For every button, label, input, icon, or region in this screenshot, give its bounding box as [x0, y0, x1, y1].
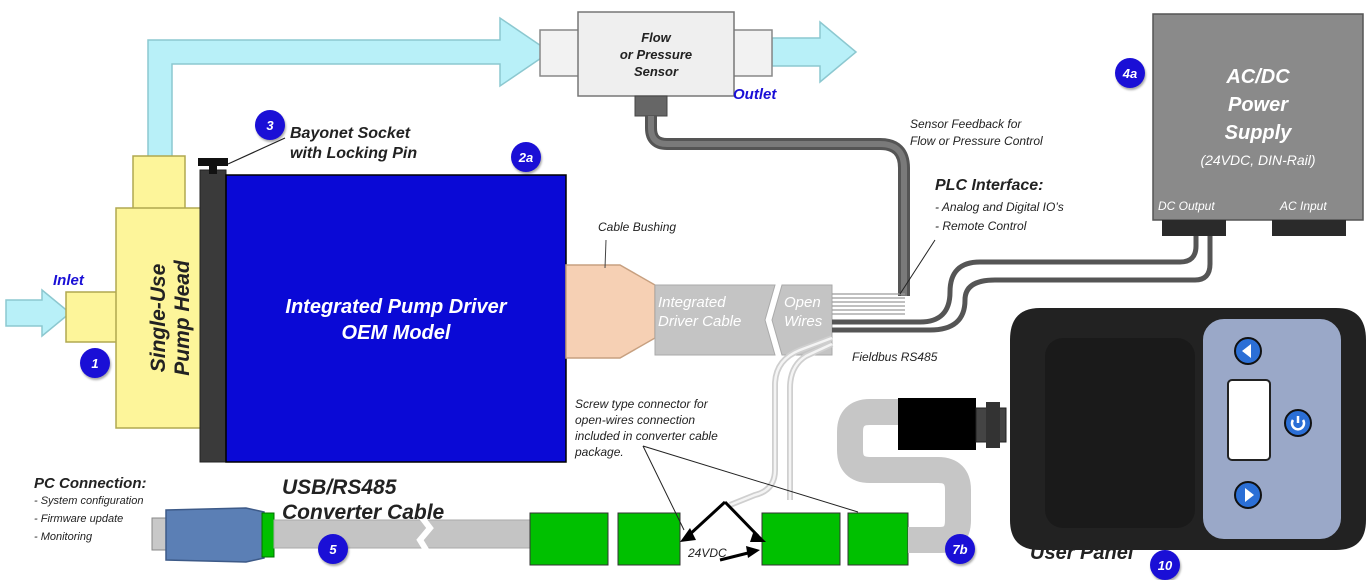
driver-label-2: OEM Model: [341, 322, 451, 344]
power-icon: [1284, 409, 1312, 437]
badge-10: 10: [1150, 550, 1180, 580]
user-panel-display-area: [1045, 338, 1195, 528]
pump-head-label-1: Single-Use: [147, 263, 170, 373]
plc-item-2: - Remote Control: [935, 219, 1027, 233]
chevron-right-icon: [1234, 481, 1262, 509]
user-panel-screen: [1227, 379, 1271, 461]
psu-label-3: Supply: [1224, 122, 1292, 144]
plc-item-1: - Analog and Digital IO’s: [935, 200, 1064, 214]
pc-connection-title: PC Connection:: [34, 475, 147, 492]
user-panel-label: User Panel: [1030, 542, 1134, 564]
sensor-feedback-label-2: Flow or Pressure Control: [910, 134, 1043, 148]
screw-connector-1: [529, 512, 609, 566]
driver-cable-label-2: Driver Cable: [658, 313, 742, 330]
dc-wire-1: [832, 232, 1199, 325]
screw-connector-2: [617, 512, 681, 566]
screw-note-4: package.: [575, 445, 624, 459]
psu-label-4: (24VDC, DIN-Rail): [1200, 152, 1316, 168]
badge-1: 1: [80, 348, 110, 378]
pc-item-1: - System configuration: [34, 495, 144, 507]
inlet-flow-arrow: [5, 288, 72, 338]
pump-head-inlet-port: [65, 291, 119, 343]
integrated-driver-cable: [654, 284, 776, 356]
sensor-body: [577, 11, 735, 97]
open-wires-label-1: Open: [784, 294, 821, 311]
user-panel-cable-ferrite: [898, 398, 976, 450]
ac-input-label: AC Input: [1280, 199, 1327, 213]
dc-output-terminal: [1162, 220, 1226, 236]
screw-connector-3: [761, 512, 841, 566]
cable-bushing-label: Cable Bushing: [598, 220, 677, 234]
pump-head-label-2: Pump Head: [171, 260, 194, 376]
sensor-connector: [634, 95, 668, 117]
vdc-label: 24VDC: [688, 546, 727, 560]
bayonet-label-1: Bayonet Socket: [290, 125, 411, 142]
driver-cable-label-1: Integrated: [658, 294, 726, 311]
screw-note-3: included in converter cable: [575, 429, 718, 443]
psu-label-1: AC/DC: [1226, 66, 1290, 88]
badge-4a: 4a: [1115, 58, 1145, 88]
user-panel-face: [1201, 317, 1343, 541]
inlet-label: Inlet: [53, 272, 84, 289]
outlet-label: Outlet: [733, 86, 777, 103]
usb-plug-green-band: [261, 512, 275, 558]
usb-label-2: Converter Cable: [282, 501, 445, 524]
sensor-label-1: Flow: [641, 30, 671, 45]
usb-label-1: USB/RS485: [282, 476, 397, 499]
sensor-right-port: [731, 29, 773, 77]
usb-plug-body: [165, 507, 265, 563]
screw-note-1: Screw type connector for: [575, 397, 708, 411]
sensor-feedback-label-1: Sensor Feedback for: [910, 117, 1022, 131]
fieldbus-label: Fieldbus RS485: [852, 350, 938, 364]
badge-2a: 2a: [511, 142, 541, 172]
ac-input-terminal: [1272, 220, 1346, 236]
sensor-label-2: or Pressure: [619, 47, 693, 62]
screw-note-2: open-wires connection: [575, 413, 696, 427]
sensor-left-port: [539, 29, 581, 77]
psu-label-2: Power: [1227, 94, 1289, 116]
sensor-outlet-arrow: [771, 20, 858, 84]
plc-wires: [832, 293, 905, 315]
power-supply-body: [1152, 13, 1364, 221]
connection-arrows: [686, 500, 760, 562]
sensor-label-3: Sensor: [633, 64, 679, 79]
badge-5: 5: [318, 534, 348, 564]
screw-connector-4: [847, 512, 909, 566]
pc-item-2: - Firmware update: [34, 513, 124, 525]
badge-3: 3: [255, 110, 285, 140]
chevron-left-icon: [1234, 337, 1262, 365]
pump-head-top-port: [132, 155, 186, 211]
dc-wire-2: [832, 232, 1213, 333]
pc-item-3: - Monitoring: [34, 531, 93, 543]
bayonet-label-2: with Locking Pin: [290, 145, 418, 162]
dc-output-label: DC Output: [1158, 199, 1215, 213]
user-panel-cable: [837, 399, 971, 553]
driver-label-1: Integrated Pump Driver: [285, 296, 507, 318]
plc-title: PLC Interface:: [935, 177, 1044, 194]
outlet-flow-arrow: [147, 16, 552, 161]
open-wires-label-2: Wires: [784, 313, 823, 330]
badge-7b: 7b: [945, 534, 975, 564]
cable-bushing: [565, 264, 656, 359]
bayonet-socket: [199, 169, 227, 463]
